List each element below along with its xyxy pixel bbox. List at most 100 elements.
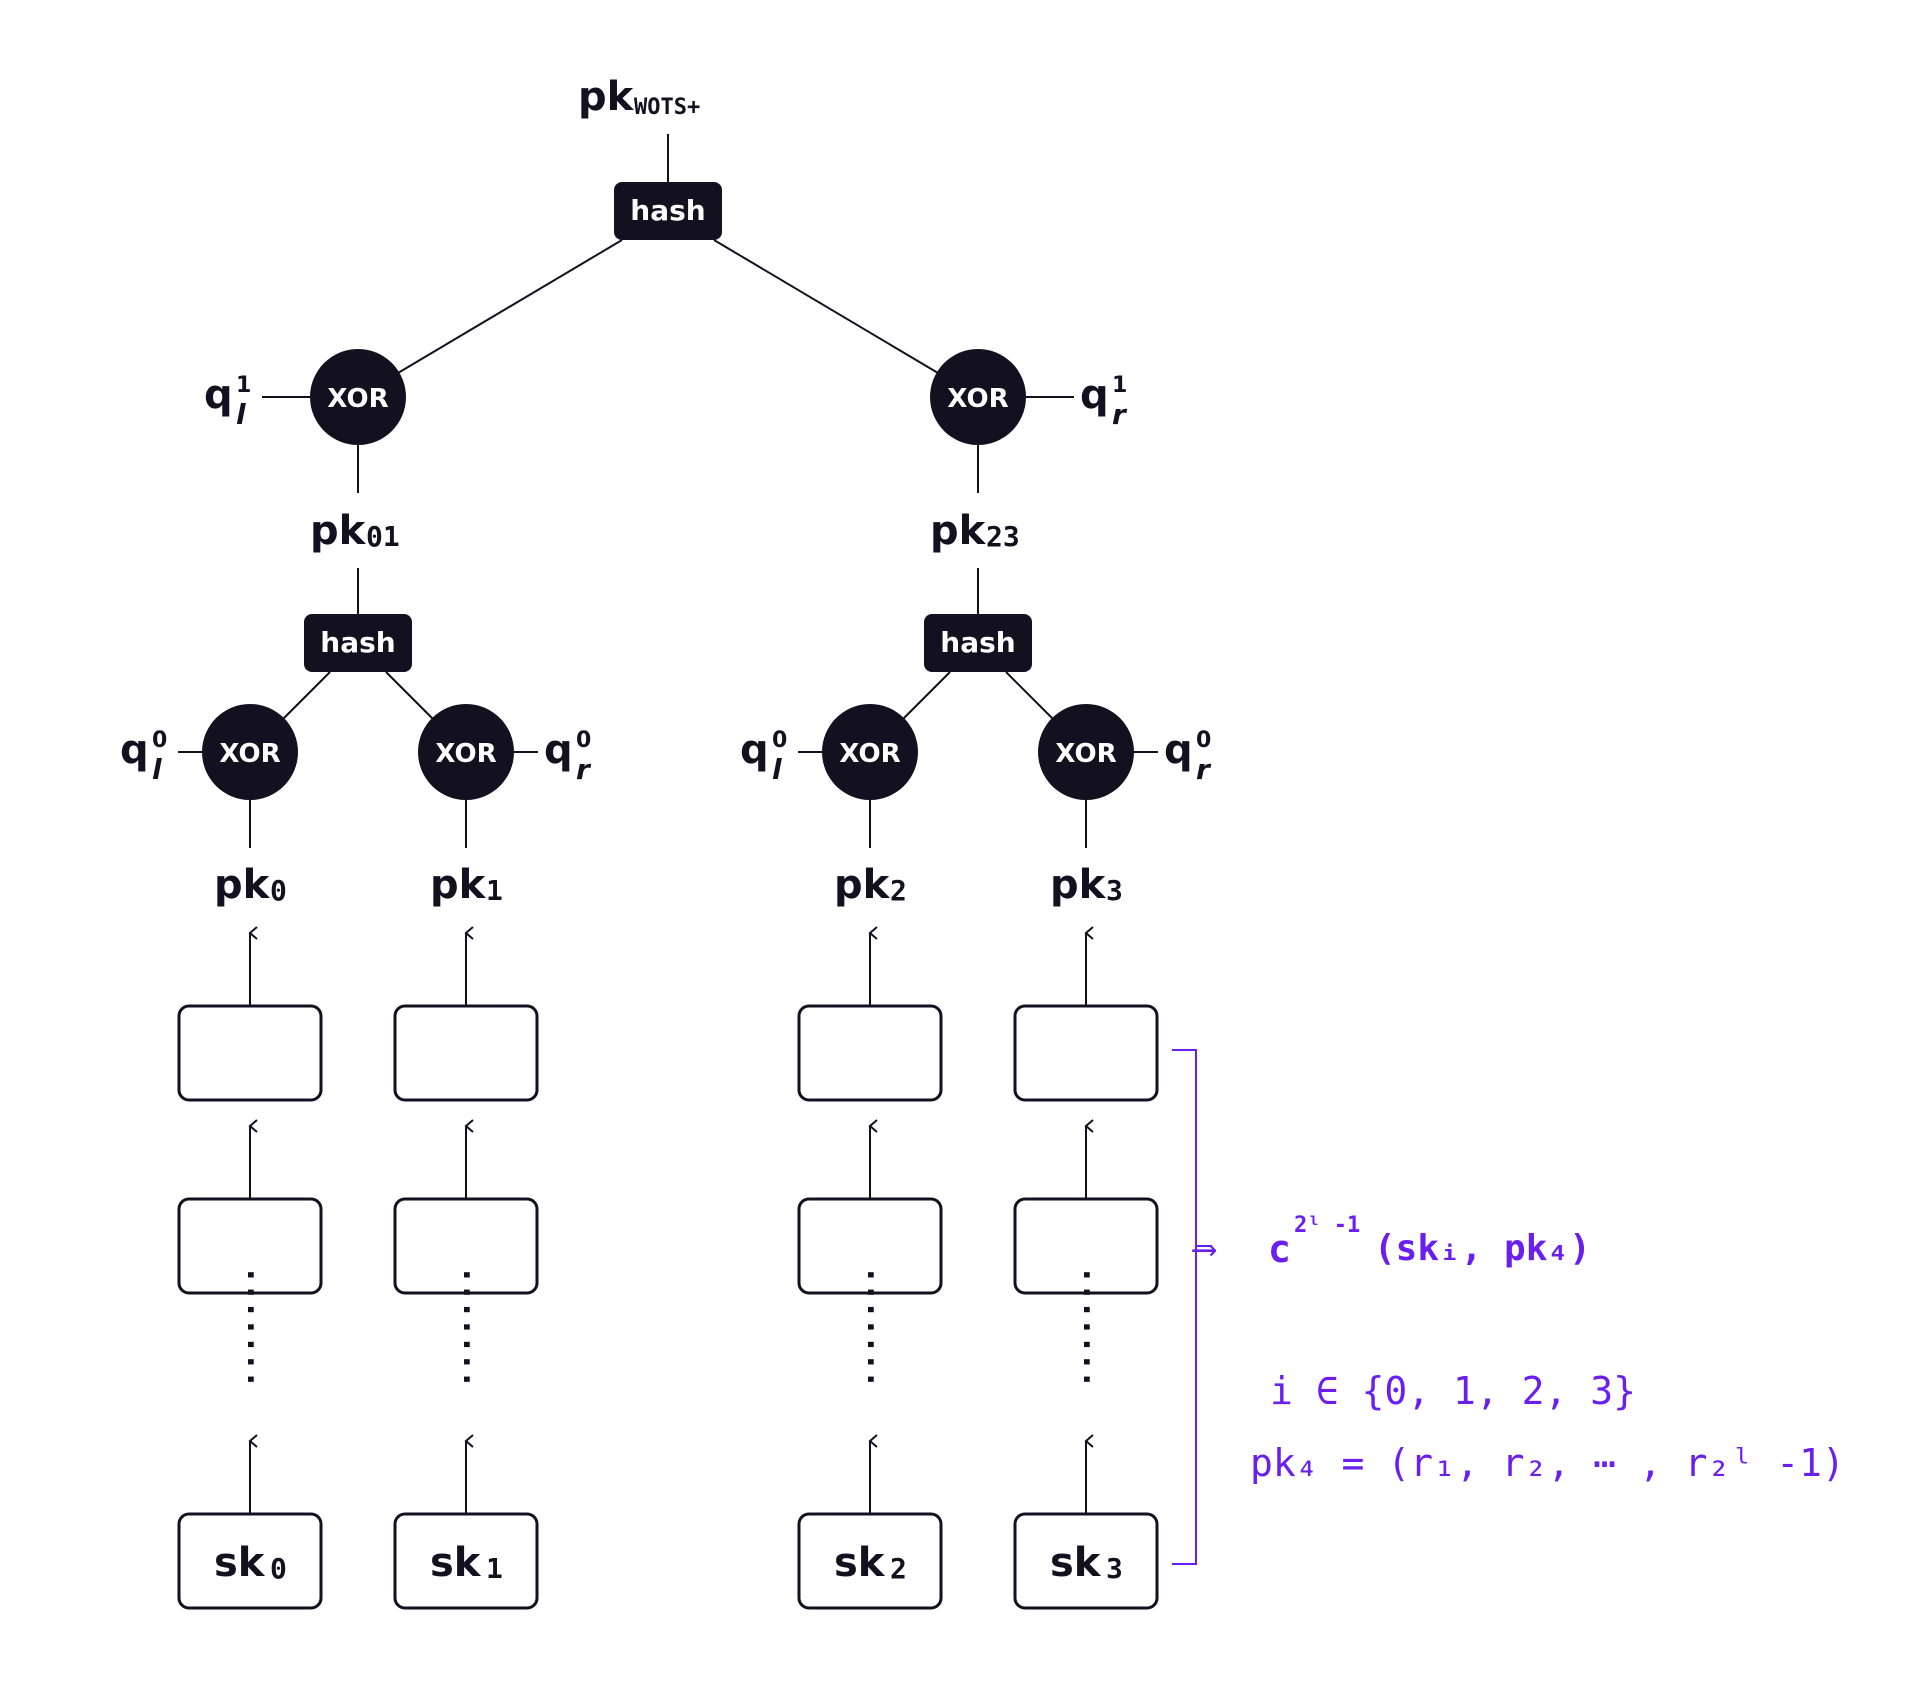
svg-text:hash: hash (320, 626, 395, 659)
svg-text:XOR: XOR (947, 384, 1008, 414)
svg-text:r: r (576, 753, 592, 786)
svg-text:sk: sk (1050, 1540, 1102, 1586)
svg-text:0: 0 (270, 874, 287, 907)
connector-line (901, 671, 951, 721)
pk1-label: pk 1 (430, 862, 503, 908)
svg-text:XOR: XOR (219, 739, 280, 769)
chain-box (393, 1004, 539, 1102)
ellipsis-dots: ······· (449, 1269, 484, 1391)
svg-text:l: l (152, 753, 162, 786)
connector-line (385, 671, 435, 721)
svg-text:01: 01 (366, 520, 400, 553)
chain-box (177, 1197, 323, 1295)
svg-text:pk: pk (1050, 862, 1107, 908)
svg-text:pk: pk (834, 862, 891, 908)
svg-text:sk: sk (430, 1540, 482, 1586)
root-hash-node: hash (614, 182, 722, 240)
svg-text:q: q (1080, 372, 1109, 418)
chain-box (797, 1197, 943, 1295)
ellipsis-dots: ······· (233, 1269, 268, 1391)
ellipsis-dots: ······· (1069, 1269, 1104, 1391)
pk23-label: pk 23 (930, 508, 1020, 554)
svg-text:1: 1 (236, 373, 251, 398)
svg-text:r: r (1112, 398, 1128, 431)
sk2-label: sk 2 (834, 1540, 907, 1586)
svg-text:1: 1 (486, 874, 503, 907)
xor-node-level0-3: XOR (1038, 704, 1134, 800)
svg-text:sk: sk (214, 1540, 266, 1586)
connector-line (713, 239, 939, 374)
sk2-box (797, 1512, 943, 1610)
svg-text:pk: pk (430, 862, 487, 908)
index-set-line: i ∈ {0, 1, 2, 3} (1270, 1369, 1636, 1413)
sk3-label: sk 3 (1050, 1540, 1123, 1586)
hash-node-level1-right: hash (924, 614, 1032, 672)
q-mask-level0-2: q 0 l (740, 727, 787, 786)
chain-box (177, 1004, 323, 1102)
pk2-label: pk 2 (834, 862, 907, 908)
xor-node-level0-1: XOR (418, 704, 514, 800)
connector-line (281, 671, 331, 721)
svg-text:XOR: XOR (1055, 739, 1116, 769)
svg-text:r: r (1196, 753, 1212, 786)
q-mask-level0-0: q 0 l (120, 727, 167, 786)
chain-box (797, 1004, 943, 1102)
xor-node-level0-0: XOR (202, 704, 298, 800)
q-mask-level1-right: q 1 r (1080, 372, 1128, 431)
svg-text:3: 3 (1106, 1552, 1123, 1585)
chain-bracket (1172, 1049, 1197, 1565)
svg-text:0: 0 (576, 728, 591, 753)
root-pk-label: pk WOTS+ (578, 74, 700, 120)
svg-text:q: q (204, 372, 233, 418)
chain-box (1013, 1004, 1159, 1102)
svg-text:3: 3 (1106, 874, 1123, 907)
svg-text:c: c (1268, 1227, 1291, 1271)
chain-box (1013, 1197, 1159, 1295)
pk0-label: pk 0 (214, 862, 287, 908)
connector-line (1005, 671, 1055, 721)
svg-text:XOR: XOR (435, 739, 496, 769)
svg-text:pk: pk (578, 74, 635, 120)
svg-text:sk: sk (834, 1540, 886, 1586)
svg-text:(skᵢ, pk₄): (skᵢ, pk₄) (1374, 1228, 1591, 1269)
svg-text:q: q (740, 727, 769, 773)
xor-node-level1-right: XOR (930, 349, 1026, 445)
svg-text:0: 0 (772, 728, 787, 753)
annotation-arrow: ⟶ (1192, 1229, 1217, 1269)
svg-text:2: 2 (890, 1552, 907, 1585)
svg-text:hash: hash (630, 194, 705, 227)
svg-text:hash: hash (940, 626, 1015, 659)
svg-text:0: 0 (152, 728, 167, 753)
chain-function-formula: c 2ˡ -1 (skᵢ, pk₄) (1268, 1213, 1591, 1271)
svg-text:0: 0 (270, 1552, 287, 1585)
chain-box (393, 1197, 539, 1295)
svg-text:2ˡ -1: 2ˡ -1 (1294, 1213, 1360, 1238)
svg-text:pk: pk (310, 508, 367, 554)
xor-node-level0-2: XOR (822, 704, 918, 800)
svg-text:XOR: XOR (839, 739, 900, 769)
pk-definition-line: pk₄ = (r₁, r₂, ⋯ , r₂ˡ -1) (1250, 1441, 1845, 1485)
sk3-box (1013, 1512, 1159, 1610)
xor-node-level1-left: XOR (310, 349, 406, 445)
svg-text:XOR: XOR (327, 384, 388, 414)
svg-text:l: l (772, 753, 782, 786)
svg-text:pk: pk (930, 508, 987, 554)
q-mask-level1-left: q 1 l (204, 372, 251, 431)
pk01-label: pk 01 (310, 508, 400, 554)
hash-node-level1-left: hash (304, 614, 412, 672)
q-mask-level0-3: q 0 r (1164, 727, 1212, 786)
ellipsis-dots: ······· (853, 1269, 888, 1391)
svg-text:2: 2 (890, 874, 907, 907)
svg-text:q: q (544, 727, 573, 773)
svg-text:1: 1 (486, 1552, 503, 1585)
svg-text:1: 1 (1112, 373, 1127, 398)
pk3-label: pk 3 (1050, 862, 1123, 908)
svg-text:q: q (1164, 727, 1193, 773)
svg-text:pk: pk (214, 862, 271, 908)
svg-text:q: q (120, 727, 149, 773)
svg-text:0: 0 (1196, 728, 1211, 753)
sk1-box (393, 1512, 539, 1610)
svg-text:23: 23 (986, 520, 1020, 553)
connector-line (397, 239, 623, 374)
